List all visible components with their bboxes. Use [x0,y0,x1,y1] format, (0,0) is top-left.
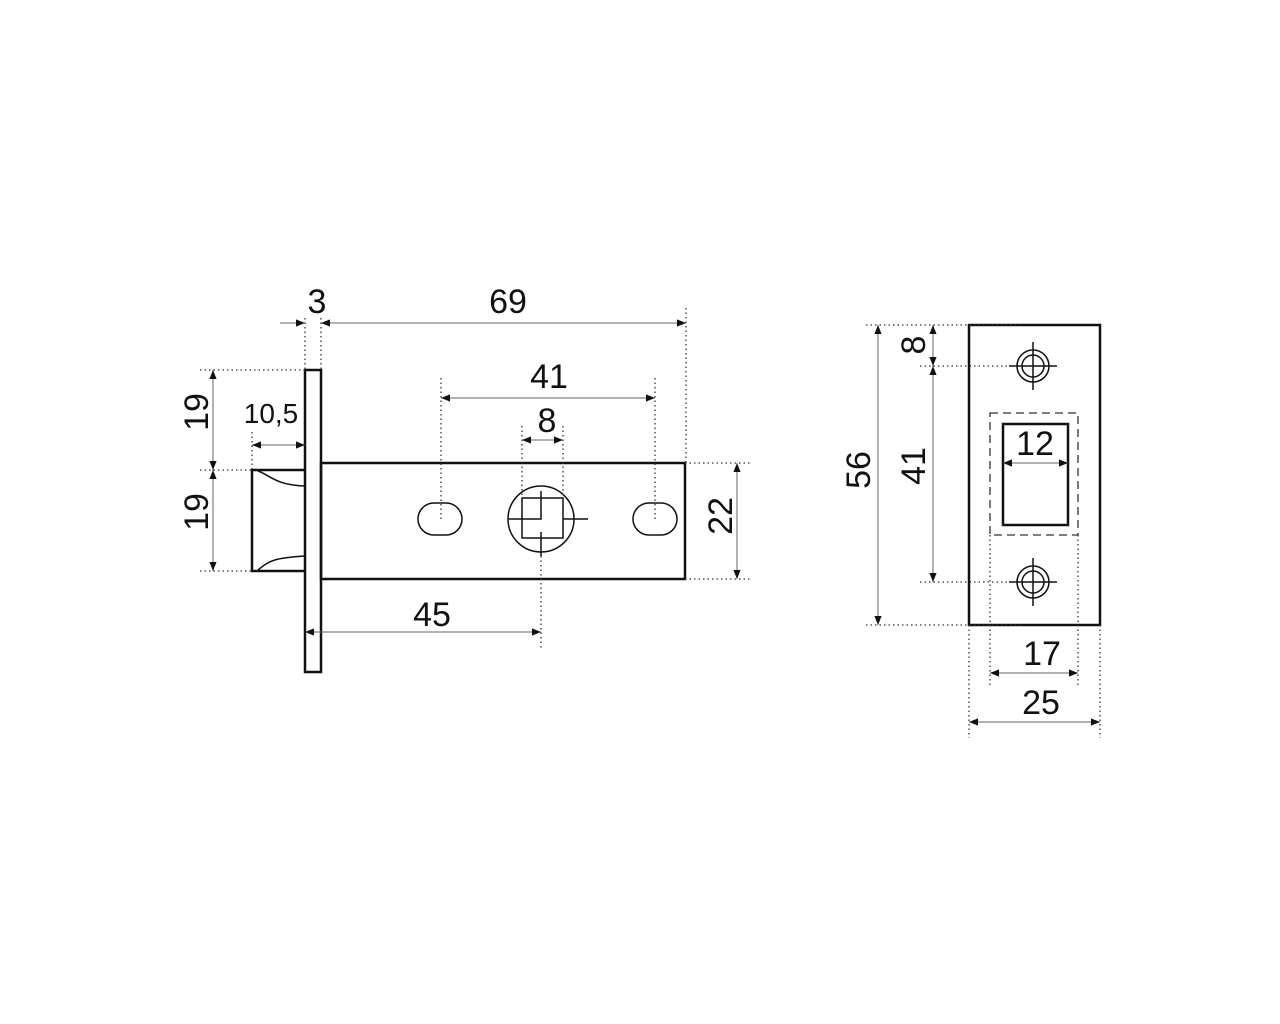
screw-hole-right [632,502,678,536]
spindle-centerlines [508,491,588,556]
faceplate [303,368,323,674]
dim-plate-width: 25 [1022,684,1060,722]
dim-spindle: 8 [538,402,557,440]
dim-backset: 45 [413,596,451,634]
dim-strike-hole-spacing: 41 [895,447,933,485]
latch-bolt-bevel [257,470,306,571]
screw-hole-left [417,502,463,536]
latch-opening [1001,422,1070,527]
latch-body [319,461,687,581]
dim-hole-spacing: 41 [530,358,568,396]
dim-lower-half: 19 [178,493,216,531]
strike-plate-view: 56 8 41 12 17 25 [840,323,1102,738]
dim-backset-total: 69 [489,283,527,321]
recess-outline [989,412,1079,536]
dim-opening-width: 12 [1016,425,1054,463]
latch-side-view: 3 69 41 8 45 10,5 19 19 22 [178,283,750,674]
dim-faceplate-thickness: 3 [308,283,327,321]
dim-recess-width: 17 [1023,635,1061,673]
dim-latch-projection: 10,5 [244,398,299,429]
strike-plate [967,323,1102,627]
dim-plate-height: 56 [840,451,878,489]
screw-hole-bottom [1009,558,1057,606]
spindle-square [521,497,564,539]
screw-hole-top [1009,342,1057,390]
dim-upper-half: 19 [178,393,216,431]
dim-hole-offset: 8 [895,336,933,355]
latch-bolt [250,468,305,573]
dim-body-height: 22 [702,497,740,535]
